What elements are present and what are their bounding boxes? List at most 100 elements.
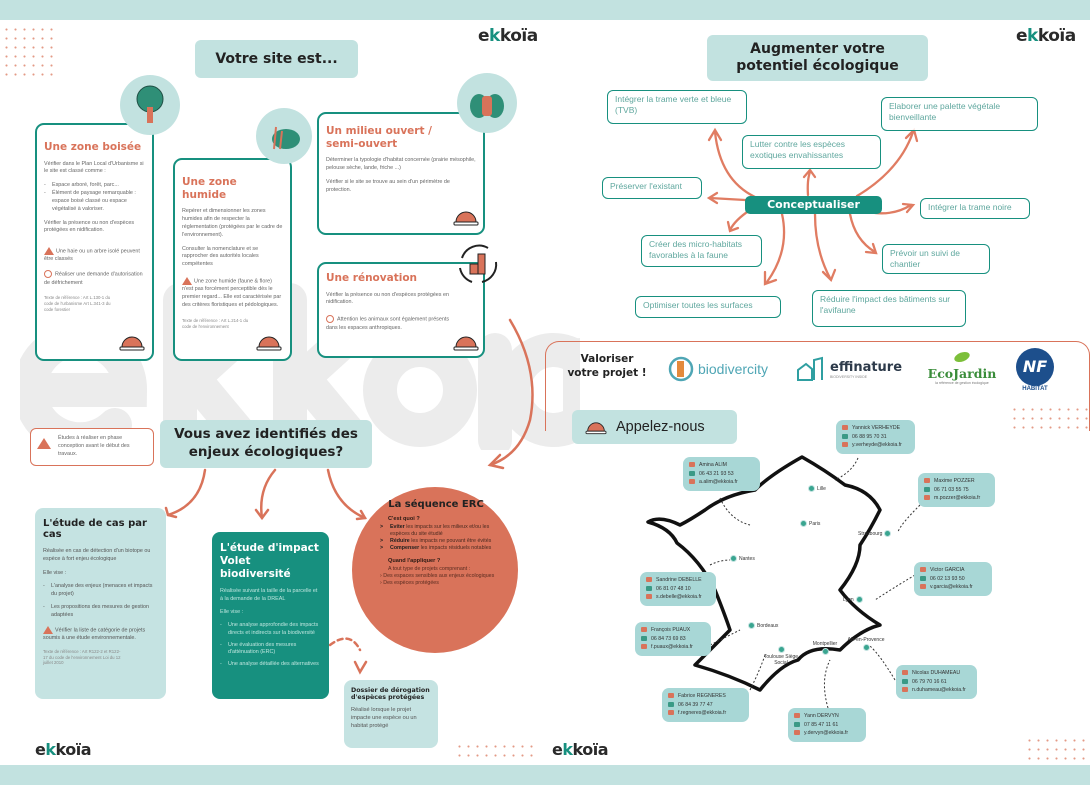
warning-icon bbox=[44, 247, 54, 256]
mindmap-arrows bbox=[706, 127, 919, 286]
mindmap-node: Lutter contre les espèces exotiques enva… bbox=[742, 135, 881, 169]
contact-email[interactable]: a.alim@ekkoia.fr bbox=[689, 478, 754, 487]
top-band bbox=[0, 0, 1090, 20]
phone-icon bbox=[641, 635, 647, 641]
contact-phone[interactable]: 07 85 47 11 61 bbox=[794, 721, 860, 730]
tip-note: Attention les animaux sont également pré… bbox=[326, 315, 450, 331]
card-derogation: Dossier de dérogation d'espèces protégée… bbox=[344, 680, 438, 748]
wetland-plants-icon bbox=[256, 108, 312, 164]
card-title: Une zone humide bbox=[182, 176, 237, 201]
erc-row: Réduire les impacts ne pouvant être évit… bbox=[380, 538, 500, 545]
city-marker: Nantes bbox=[730, 555, 755, 562]
erc-question: C'est quoi ? bbox=[388, 516, 420, 522]
card-text: Réalisée suivant la taille de la parcell… bbox=[220, 588, 318, 603]
contact-phone[interactable]: 06 84 39 77 47 bbox=[668, 701, 743, 710]
lightbulb-icon bbox=[44, 270, 52, 279]
warning-text: Études à réaliser en phase conception av… bbox=[58, 435, 130, 457]
card-milieu-ouvert: Un milieu ouvert / semi-ouvert Détermine… bbox=[317, 112, 485, 235]
city-marker: Paris bbox=[800, 520, 820, 527]
warning-icon bbox=[37, 438, 51, 449]
contact-email[interactable]: y.verheyde@ekkoia.fr bbox=[842, 441, 909, 450]
contact-email[interactable]: m.pozzer@ekkoia.fr bbox=[924, 494, 989, 503]
call-us-button[interactable]: Appelez-nous bbox=[572, 410, 737, 444]
contact-name: Yann DERVYN bbox=[794, 712, 860, 721]
card-text: Elle vise : bbox=[220, 609, 244, 616]
city-marker: Lille bbox=[808, 485, 826, 492]
contact-phone[interactable]: 06 81 07 48 10 bbox=[646, 585, 710, 594]
card-title: Un milieu ouvert / semi-ouvert bbox=[326, 125, 432, 150]
contact-name: Sandrine DEBELLE bbox=[646, 576, 710, 585]
city-label: Bordeaux bbox=[757, 622, 779, 629]
erc-title: La séquence ERC bbox=[388, 499, 484, 510]
email-icon bbox=[794, 730, 800, 736]
email-icon bbox=[668, 710, 674, 716]
contact-email[interactable]: f.puaux@ekkoia.fr bbox=[641, 643, 705, 652]
erc-row: Compenser les impacts résiduels notables bbox=[380, 545, 500, 552]
email-icon bbox=[641, 644, 647, 650]
person-icon bbox=[920, 567, 926, 573]
contact-phone[interactable]: 06 79 70 16 61 bbox=[902, 678, 971, 687]
contact-email[interactable]: n.duhameau@ekkoia.fr bbox=[902, 686, 971, 695]
email-icon bbox=[902, 687, 908, 693]
location-pin-icon bbox=[777, 646, 785, 653]
contact-phone[interactable]: 06 84 73 69 83 bbox=[641, 635, 705, 644]
contact-email[interactable]: v.garcia@ekkoia.fr bbox=[920, 583, 986, 592]
reference-text: Texte de référence : Art R122-2 et R122-… bbox=[43, 648, 121, 666]
dots-decoration bbox=[1025, 736, 1087, 762]
email-icon bbox=[689, 479, 695, 485]
biodivercity-icon bbox=[668, 356, 694, 382]
card-text: Réalisée en cas de détection d'un biotop… bbox=[43, 548, 151, 562]
ekkoia-logo: ekkoïa bbox=[552, 740, 608, 759]
meadow-plants-icon bbox=[457, 73, 517, 133]
contact-name: Victor GARCIA bbox=[920, 566, 986, 575]
mindmap-node: Prévoir un suivi de chantier bbox=[882, 244, 990, 274]
contact-phone[interactable]: 06 88 95 70 31 bbox=[842, 433, 909, 442]
ecojardin-logo: EcoJardin la référence de gestion écolog… bbox=[922, 350, 1002, 385]
mindmap-node: Elaborer une palette végétale bienveilla… bbox=[881, 97, 1038, 131]
contact-email[interactable]: s.debelle@ekkoia.fr bbox=[646, 593, 710, 602]
helmet-call-icon[interactable] bbox=[256, 330, 282, 354]
city-marker: Lyon bbox=[843, 596, 863, 603]
card-text: Repérer et dimensionner les zones humide… bbox=[182, 208, 283, 238]
helmet-call-icon[interactable] bbox=[453, 330, 479, 354]
helmet-call-icon[interactable] bbox=[453, 205, 479, 229]
card-text: Consulter la nomenclature et se rapproch… bbox=[182, 245, 259, 268]
contact-phone[interactable]: 06 71 03 55 75 bbox=[924, 486, 989, 495]
warning-box: Études à réaliser en phase conception av… bbox=[30, 428, 154, 466]
location-pin-icon bbox=[821, 648, 829, 655]
location-pin-icon bbox=[855, 596, 863, 603]
tip-note: Réaliser une demande d'autorisation de d… bbox=[44, 270, 143, 286]
dots-decoration bbox=[455, 742, 537, 762]
contact-email[interactable]: f.regneres@ekkoia.fr bbox=[668, 709, 743, 718]
person-icon bbox=[794, 713, 800, 719]
person-icon bbox=[924, 478, 930, 484]
contact-name: Fabrice REGNERES bbox=[668, 692, 743, 701]
city-label: Lille bbox=[817, 485, 826, 492]
person-icon bbox=[689, 462, 695, 468]
biodivercity-logo: biodivercity bbox=[668, 355, 768, 383]
city-label: Montpellier bbox=[812, 641, 838, 647]
location-pin-icon bbox=[884, 530, 892, 537]
phone-icon bbox=[920, 575, 926, 581]
contact-email[interactable]: y.dervyn@ekkoia.fr bbox=[794, 729, 860, 738]
card-text: Réalisé lorsque le projet impacte une es… bbox=[351, 707, 417, 730]
france-map bbox=[646, 455, 921, 709]
helmet-call-icon[interactable] bbox=[119, 330, 145, 354]
card-title: L'étude de cas par cas bbox=[43, 518, 147, 540]
contact-phone[interactable]: 06 02 13 93 50 bbox=[920, 575, 986, 584]
card-title: Une zone boisée bbox=[44, 141, 142, 153]
location-pin-icon bbox=[862, 644, 870, 651]
dots-decoration bbox=[1010, 405, 1088, 433]
contact-phone[interactable]: 06 43 21 93 53 bbox=[689, 470, 754, 479]
erc-row: Eviter les impacts sur les milieux et/ou… bbox=[380, 524, 500, 538]
person-icon bbox=[842, 425, 848, 431]
card-text: Vérifier si le site se trouve au sein d'… bbox=[326, 178, 450, 193]
city-label: Aix-en-Provence bbox=[847, 637, 885, 643]
effinature-icon bbox=[797, 356, 823, 381]
person-icon bbox=[646, 577, 652, 583]
ekkoia-logo: ekkoïa bbox=[478, 26, 538, 46]
card-text: Déterminer la typologie d'habitat concer… bbox=[326, 157, 476, 172]
